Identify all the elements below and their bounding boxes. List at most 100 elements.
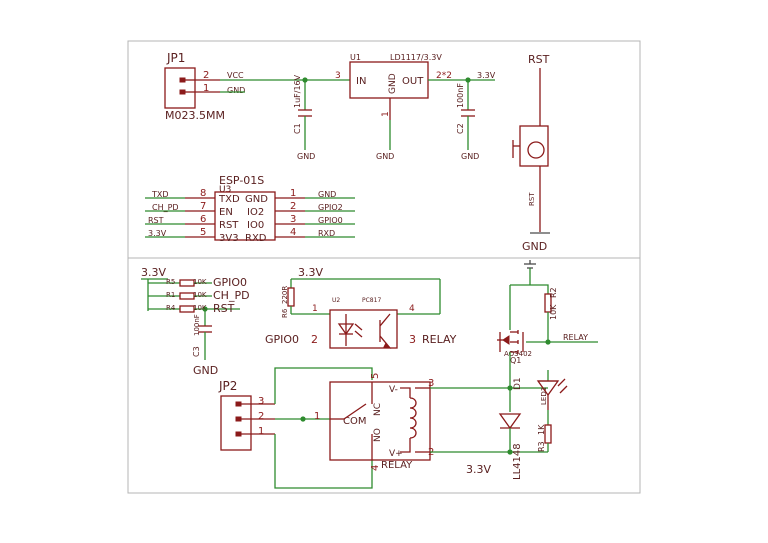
esp-label-3v3: 3V3	[219, 233, 239, 244]
q1-value: AO3402	[504, 350, 532, 358]
esp-left-net-1: TXD	[151, 190, 169, 199]
esp-left-pin-2: 7	[200, 201, 206, 212]
u1-gnd-pin: GND	[388, 73, 398, 94]
relay: 1 5 4 3 2 COM NC NO V- V+ RELAY	[314, 373, 434, 471]
esp-left-net-4: 3.3V	[148, 229, 167, 238]
schematic-frame	[127, 40, 641, 494]
u1-regulator: U1 LD1117/3.3V IN GND OUT 3 2*2 1 GND	[335, 53, 452, 161]
esp-label-txd: TXD	[218, 194, 240, 205]
pullup-resistors: 3.3V R5 R1 R4 10K 10K 10K GPIO0 CH_PD RS…	[141, 266, 250, 377]
jp1-net-gnd: GND	[227, 86, 245, 95]
jp1-pin2: 2	[203, 70, 209, 81]
esp-left-pin-4: 5	[200, 227, 206, 238]
relay-pin3: 3	[428, 378, 434, 389]
c3-gnd: GND	[193, 364, 218, 377]
esp-right-net-2: GPIO2	[318, 203, 343, 212]
rst-net: RST	[528, 192, 536, 206]
u1-pin-gnd: 1	[381, 111, 391, 117]
r5-net: GPIO0	[213, 276, 247, 289]
jp2-connector: JP2 3 2 1	[218, 379, 275, 451]
opto-pin3: 3	[409, 333, 416, 346]
c1-capacitor: 1uF/16V C1 GND	[293, 74, 315, 161]
r1-value: 10K	[193, 291, 207, 299]
esp-label-rst: RST	[219, 220, 239, 231]
c1-name: C1	[293, 123, 302, 134]
u1-in: IN	[356, 76, 366, 87]
opto-pin1: 1	[312, 304, 318, 314]
rst-name: RST	[528, 53, 550, 66]
opto-pin4: 4	[409, 304, 415, 314]
opto-value: PC817	[362, 297, 381, 304]
r3-value: 1K	[537, 424, 546, 435]
r6-value: 220R	[281, 286, 289, 304]
relay-name: RELAY	[381, 460, 413, 471]
jp2-pin2: 2	[258, 411, 264, 422]
r3-name: R3	[537, 441, 546, 452]
esp-right-net-4: RXD	[318, 229, 335, 238]
relay-vminus: V-	[389, 385, 398, 395]
c3-value: 100nF	[193, 314, 201, 336]
u1-name: U1	[350, 53, 361, 62]
jp2-pin1-wire	[274, 434, 373, 489]
r2-value: 10K	[549, 304, 558, 320]
esp-label-io0: IO0	[247, 220, 264, 231]
rst-gnd: GND	[522, 240, 547, 253]
esp-label-rxd: RXD	[245, 233, 267, 244]
relay-net-junction	[545, 339, 551, 345]
pullup-vcc: 3.3V	[141, 266, 166, 279]
jp2-name: JP2	[218, 379, 237, 393]
relay-pin4: 4	[370, 465, 381, 471]
esp-right-net-1: GND	[318, 190, 336, 199]
r4-net: RST	[213, 302, 235, 315]
pc817-optocoupler: 3.3V 220R R6 U2 PC817 1 4 GPIO0 2 3 RELA…	[265, 266, 457, 349]
c2-out-net: 3.3V	[477, 71, 496, 80]
u1-value: LD1117/3.3V	[390, 53, 442, 62]
esp-name: ESP-01S	[219, 174, 264, 187]
relay-com: COM	[343, 416, 366, 427]
esp-left-pin-3: 6	[200, 214, 206, 225]
opto-name: U2	[332, 297, 340, 304]
c2-capacitor: 100nF C2 3.3V GND	[456, 71, 496, 161]
c2-name: C2	[456, 123, 465, 134]
driver-vcc: 3.3V	[466, 463, 491, 476]
q1-name: Q1	[510, 356, 521, 365]
esp-right-pin-1: 1	[290, 188, 296, 199]
r1-net: CH_PD	[213, 289, 250, 302]
com-junction	[300, 416, 306, 422]
opto-out-net: RELAY	[422, 333, 457, 346]
jp1-connector: JP1 M023.5MM 2 1 VCC GND	[164, 51, 245, 122]
esp-01s-module: ESP-01S U3 TXD CH_PD RST 3.3V 8 7 6 5 TX…	[145, 174, 355, 244]
esp-label-io2: IO2	[247, 207, 264, 218]
c2-gnd: GND	[461, 152, 479, 161]
r5-name: R5	[166, 278, 175, 286]
esp-right-pin-2: 2	[290, 201, 296, 212]
relay-no: NO	[373, 428, 383, 442]
esp-left-pin-1: 8	[200, 188, 206, 199]
rst-pushbutton: RST RST GND	[512, 53, 550, 253]
c1-gnd: GND	[297, 152, 315, 161]
esp-right-pin-3: 3	[290, 214, 296, 225]
c1-value: 1uF/16V	[293, 74, 302, 108]
r4-name: R4	[166, 304, 176, 312]
esp-label-en: EN	[219, 207, 233, 218]
jp2-pin3: 3	[258, 396, 264, 407]
relay-pin1: 1	[314, 411, 320, 422]
c3-name: C3	[192, 346, 201, 357]
esp-left-net-2: CH_PD	[152, 203, 179, 212]
d1-value: LL4148	[512, 443, 523, 480]
r2-name: R2	[549, 287, 558, 298]
jp2-pin1: 1	[258, 426, 264, 437]
relay-net-label: RELAY	[563, 333, 588, 342]
r4-value: 10K	[193, 304, 207, 312]
d1-name: D1	[513, 377, 523, 390]
jp1-net-vcc: VCC	[227, 71, 244, 80]
esp-ref: U3	[219, 185, 231, 195]
opto-vcc: 3.3V	[298, 266, 323, 279]
led-name: LED1	[540, 387, 548, 405]
jp2-pin3-wire	[274, 367, 373, 404]
esp-label-gnd: GND	[245, 194, 268, 205]
u1-pin-in: 3	[335, 71, 341, 81]
opto-pin2: 2	[311, 333, 318, 346]
jp1-pin1: 1	[203, 83, 209, 94]
